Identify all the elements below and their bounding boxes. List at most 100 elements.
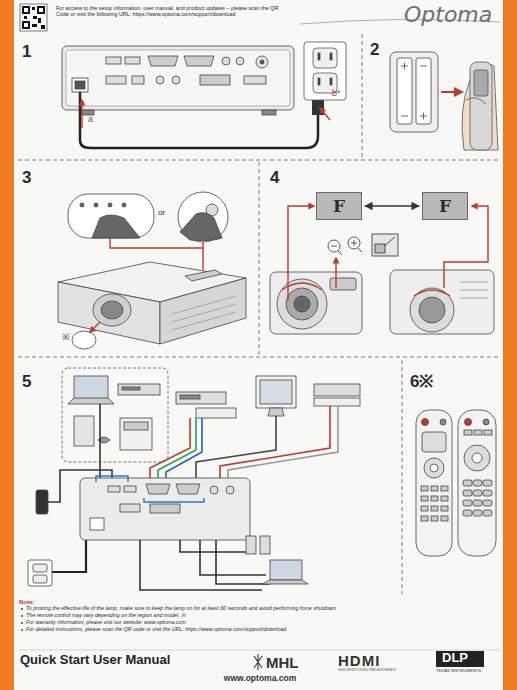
- callout-letter: b*: [332, 88, 341, 98]
- projector-3d: [185, 270, 222, 281]
- lens-closeup: [286, 288, 318, 320]
- double-arrow: [365, 205, 419, 206]
- button-callout: [180, 213, 222, 241]
- remote-control: [458, 410, 496, 556]
- source-devices: [74, 416, 94, 446]
- note-heading: Note:: [19, 598, 35, 605]
- qr-code: [24, 16, 27, 19]
- source-group: [62, 368, 168, 462]
- button-callout: [94, 203, 98, 207]
- av-cable: [158, 418, 196, 480]
- button-callout: [178, 192, 228, 242]
- av-cable: [196, 416, 276, 480]
- wall-outlet: [304, 42, 346, 100]
- note-text: For warranty information, please visit o…: [26, 619, 496, 625]
- battery-compartment: [390, 52, 438, 132]
- power-plug: [312, 100, 324, 115]
- wall-outlet: [304, 42, 346, 100]
- remote-control: [421, 506, 428, 511]
- lens-closeup: [270, 272, 362, 334]
- projector-rear: [262, 110, 276, 115]
- note-bullet: [21, 622, 23, 624]
- footer-rule: [18, 650, 500, 651]
- remote-control: [416, 410, 452, 556]
- peripheral-devices: [28, 560, 52, 586]
- av-cable: [150, 418, 190, 480]
- step-number: 2: [370, 40, 379, 60]
- projector-rear: [132, 76, 144, 84]
- remote-control: [421, 486, 428, 491]
- projector-3d: [58, 282, 160, 344]
- qr-code: [32, 7, 35, 10]
- projector-rear: [62, 46, 294, 110]
- projector-3d: [101, 301, 123, 319]
- av-cable: [228, 406, 338, 480]
- lens-closeup: [330, 278, 356, 290]
- step-arrow: [320, 108, 330, 120]
- remote-control: [441, 496, 448, 501]
- projector-rear: [148, 56, 178, 66]
- projector-rear: [125, 57, 140, 64]
- peripheral-devices: [33, 564, 47, 572]
- zoom-icons: [372, 234, 398, 256]
- remote-control: [483, 419, 489, 425]
- box-letter: F: [333, 198, 345, 215]
- peripheral-devices: [28, 490, 308, 586]
- projector-rear: [80, 478, 250, 540]
- projector-rear: [80, 476, 250, 540]
- step-number: 1: [22, 42, 31, 62]
- projector-3d: [58, 262, 246, 349]
- hand-remote: [474, 70, 488, 96]
- zoom-icons: [375, 244, 385, 253]
- remote-control: [422, 419, 429, 426]
- zoom-icons: [331, 246, 342, 255]
- remote-control: [431, 496, 438, 501]
- button-callout: [68, 194, 154, 238]
- power-cable: [80, 92, 318, 148]
- remote-control: [441, 506, 448, 511]
- remote-control: [465, 419, 472, 426]
- qr-code: [37, 6, 45, 14]
- source-devices: [180, 395, 200, 399]
- logo-subtext: TEXAS INSTRUMENTS: [436, 669, 481, 674]
- lens-closeup: [294, 296, 310, 312]
- source-devices: [68, 376, 360, 450]
- step-number: 4: [270, 168, 279, 188]
- battery-compartment: [401, 63, 427, 120]
- button-callout: [68, 192, 228, 242]
- remote-control: [431, 486, 438, 491]
- qr-code: [32, 24, 37, 27]
- source-devices: [314, 384, 360, 396]
- qr-code: [24, 8, 28, 12]
- projector-rear: [150, 504, 180, 513]
- logo-text: MHL: [266, 654, 299, 671]
- hand-remote: [470, 62, 492, 150]
- projector-rear: [184, 56, 214, 66]
- zoom-icons: [328, 234, 398, 256]
- remote-control: [440, 419, 446, 425]
- projector-rear: [200, 75, 230, 85]
- wall-outlet: [318, 78, 320, 85]
- source-devices: [256, 376, 296, 408]
- projector-rear: [236, 57, 244, 65]
- callout-letter: a: [88, 114, 93, 124]
- projector-rear: [260, 60, 264, 64]
- remote-control: [424, 458, 444, 478]
- qr-code: [38, 18, 41, 23]
- projector-3d: [72, 331, 96, 349]
- source-devices: [124, 422, 148, 430]
- remote-control: [463, 480, 472, 486]
- peripheral-devices: [33, 575, 47, 583]
- remote-control: [416, 410, 496, 556]
- projector-rear: [156, 76, 164, 84]
- projector-rear: [72, 78, 88, 92]
- logo-text: DLP: [442, 651, 468, 666]
- remote-control: [441, 486, 448, 491]
- remote-control: [483, 490, 492, 496]
- remote-control: [430, 464, 438, 472]
- header-note: For access to the setup information, use…: [56, 5, 291, 17]
- paper-sheet: [14, 0, 503, 690]
- projector-rear: [172, 76, 180, 84]
